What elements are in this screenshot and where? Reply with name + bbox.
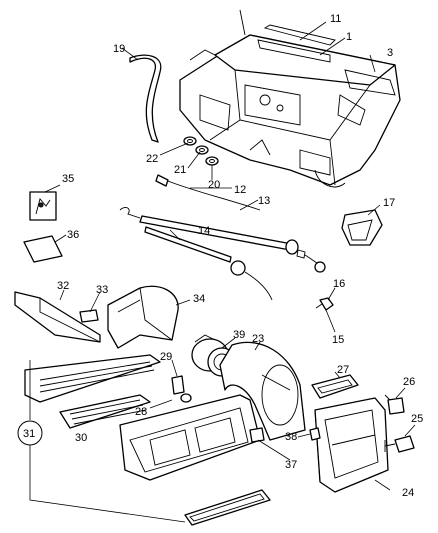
clip-37-38 (249, 427, 321, 443)
cable-12 (155, 174, 261, 211)
callout-26: 26 (403, 376, 415, 388)
callout-39: 39 (233, 329, 245, 341)
callout-14: 14 (198, 225, 210, 237)
callout-37: 37 (285, 459, 297, 471)
seal-bottom (184, 489, 271, 526)
callout-1: 1 (346, 31, 352, 43)
callout-23: 23 (252, 333, 264, 345)
filter-tray-upper (24, 354, 161, 403)
callout-38: 38 (285, 431, 297, 443)
gasket-27 (311, 374, 359, 399)
hose-19 (129, 54, 162, 143)
filter-30 (59, 394, 151, 429)
callout-36: 36 (67, 229, 79, 241)
leader-lines (44, 21, 416, 491)
callout-12: 12 (234, 184, 246, 196)
callout-15: 15 (332, 334, 344, 346)
duct-34 (107, 285, 179, 349)
callout-21: 21 (174, 164, 186, 176)
knob-29-28 (171, 375, 192, 403)
callout-3: 3 (387, 47, 393, 59)
duct-32-33 (14, 291, 101, 343)
pad-36 (23, 235, 63, 263)
callouts: 11 1 3 19 22 21 20 12 13 14 35 17 36 16 … (57, 13, 423, 499)
callout-34: 34 (193, 293, 205, 305)
callout-20: 20 (208, 179, 220, 191)
callout-28: 28 (135, 406, 147, 418)
clip-15-16 (315, 297, 334, 311)
callout-29: 29 (160, 351, 172, 363)
evaporator-24 (314, 397, 389, 493)
callout-25: 25 (411, 413, 423, 425)
callout-31: 31 (23, 428, 35, 440)
callout-19: 19 (113, 43, 125, 55)
callout-30: 30 (75, 432, 87, 444)
blower-housing-23 (219, 341, 306, 441)
callout-31-group: 31 (17, 420, 43, 446)
control-rods (119, 207, 326, 301)
callout-11: 11 (330, 13, 341, 25)
callout-33: 33 (96, 284, 108, 296)
callout-22: 22 (146, 153, 158, 165)
callout-35: 35 (62, 173, 74, 185)
sensor-25 (384, 435, 415, 453)
callout-24: 24 (402, 487, 414, 499)
label-35 (29, 191, 57, 221)
callout-16: 16 (333, 278, 345, 290)
bracket-17 (341, 209, 383, 246)
callout-13: 13 (258, 195, 270, 207)
callout-17: 17 (383, 197, 395, 209)
callout-32: 32 (57, 280, 69, 292)
main-housing (179, 9, 401, 188)
callout-27: 27 (337, 364, 349, 376)
switch-26 (384, 394, 405, 415)
